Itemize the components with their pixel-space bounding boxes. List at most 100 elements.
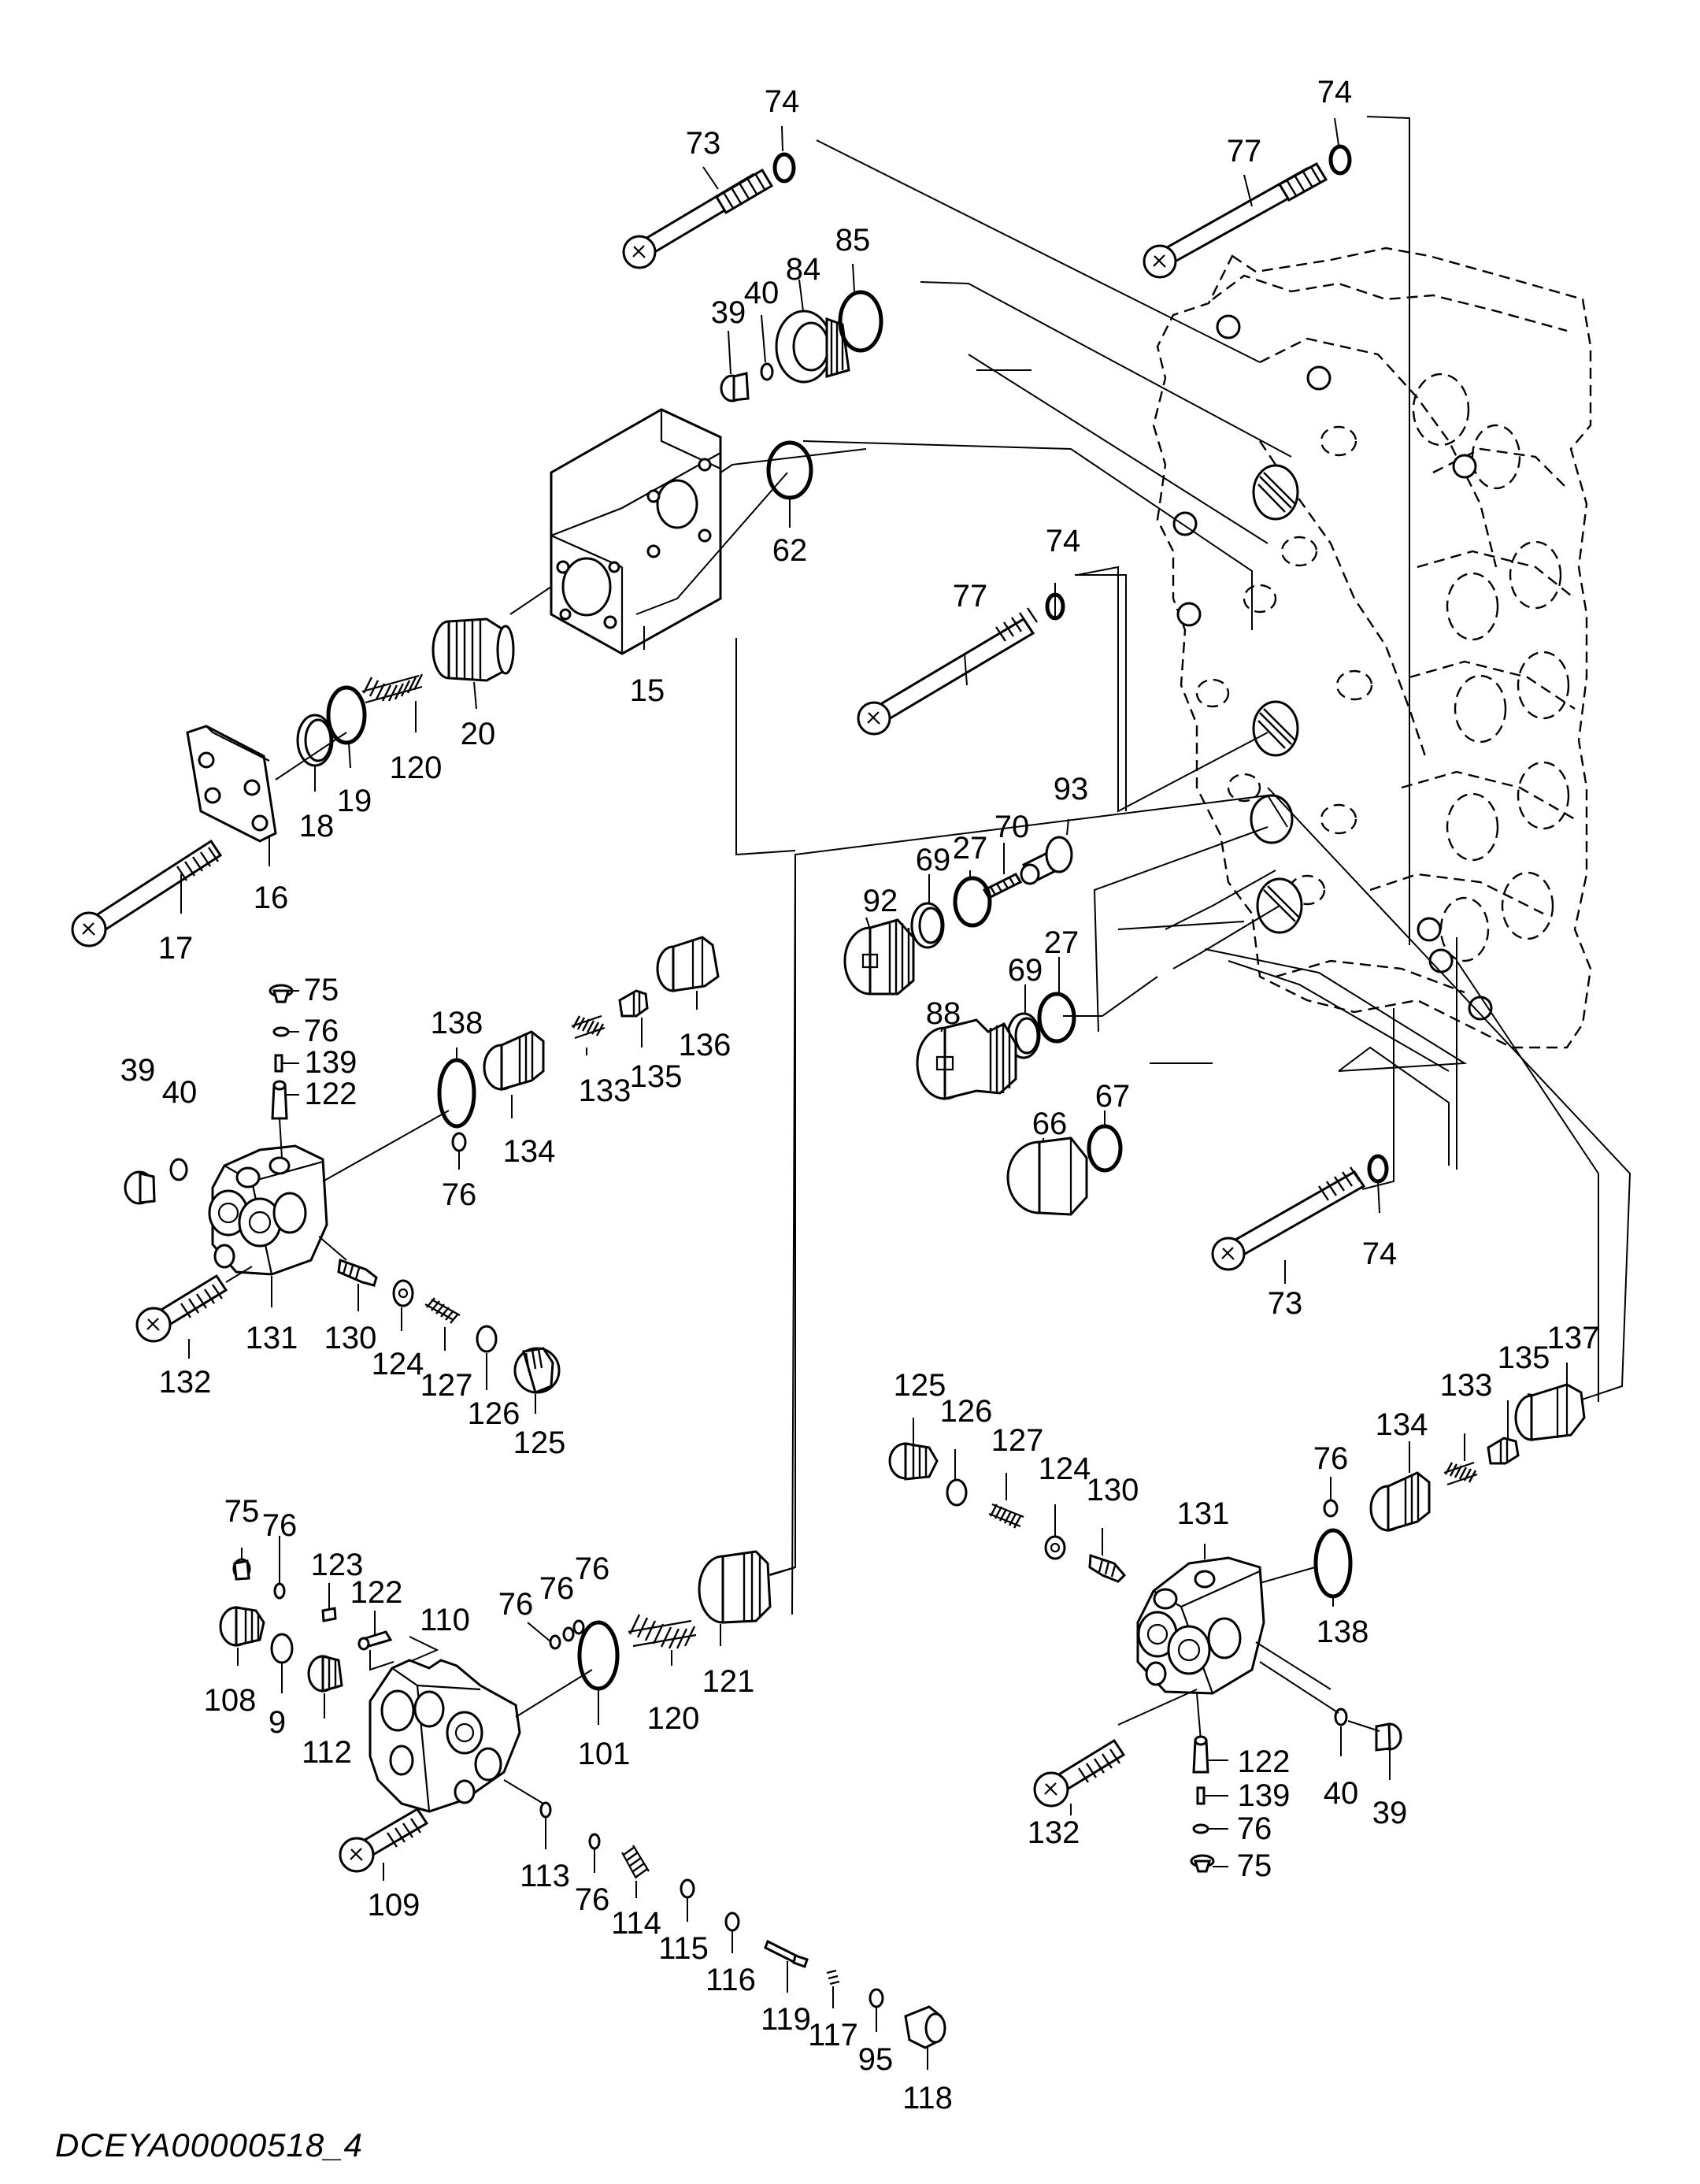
label-121: 121 [702, 1664, 755, 1699]
plug-75-right [1190, 1854, 1215, 1873]
oring-27-upper [953, 876, 992, 928]
plug-39-right [1375, 1722, 1402, 1752]
check-122-left [271, 1080, 288, 1120]
label-133-b: 133 [1440, 1368, 1493, 1403]
label-114: 114 [611, 1906, 661, 1941]
sleeve-137-right [1514, 1383, 1586, 1441]
oring-76-right [1323, 1499, 1339, 1518]
pin-139-right [1196, 1786, 1206, 1805]
label-40-b: 40 [162, 1075, 198, 1110]
oring-85 [838, 290, 883, 353]
label-95: 95 [858, 2042, 894, 2077]
oring-115 [680, 1878, 695, 1899]
plug-75-lower [232, 1558, 251, 1581]
bolt-132-right [1033, 1738, 1126, 1808]
oring-126-right [946, 1478, 968, 1507]
washer-124-left [392, 1279, 414, 1307]
label-126-b: 126 [940, 1394, 993, 1429]
plug-84 [775, 310, 850, 384]
needle-119 [764, 1939, 809, 1968]
label-76-b: 76 [442, 1177, 477, 1212]
label-135-a: 135 [630, 1059, 683, 1094]
cover-15 [550, 408, 722, 655]
label-67: 67 [1095, 1079, 1131, 1114]
oring-40-top [760, 362, 774, 381]
spring-127-right [988, 1503, 1024, 1529]
label-116: 116 [706, 1963, 756, 1997]
label-76-d: 76 [1237, 1811, 1272, 1846]
label-70: 70 [994, 810, 1030, 844]
label-120-b: 120 [647, 1701, 700, 1736]
oring-76-left-mid [451, 1132, 467, 1152]
block-131-right [1136, 1556, 1265, 1695]
plug-134-left [483, 1030, 545, 1091]
washer-74-top-right [1328, 144, 1352, 176]
poppet-135-right [1487, 1437, 1520, 1465]
label-88: 88 [926, 996, 961, 1031]
oring-76-lower-b [549, 1634, 561, 1650]
bolt-73-top [622, 168, 774, 269]
oring-76-lower-e [588, 1833, 601, 1850]
oring-19 [326, 685, 367, 745]
oring-138-right [1313, 1528, 1353, 1599]
label-40-c: 40 [1324, 1776, 1359, 1811]
body-port-middle [1252, 700, 1299, 757]
label-77-a: 77 [1227, 134, 1262, 169]
oring-67 [1087, 1124, 1123, 1173]
plug-92 [843, 918, 915, 996]
label-118: 118 [902, 2081, 953, 2115]
label-74-b: 74 [1317, 75, 1353, 109]
oring-40-right [1334, 1708, 1348, 1726]
label-19: 19 [337, 784, 372, 818]
label-27-a: 27 [953, 831, 988, 866]
label-101: 101 [578, 1737, 631, 1771]
label-16: 16 [254, 881, 289, 915]
label-92: 92 [863, 884, 898, 918]
label-17: 17 [158, 931, 194, 966]
label-77-b: 77 [953, 579, 988, 614]
label-110: 110 [420, 1603, 470, 1637]
label-139-a: 139 [305, 1045, 357, 1080]
document-code: DCEYA00000518_4 [55, 2127, 363, 2164]
oring-76-lower-d [572, 1619, 585, 1635]
spring-117 [826, 1969, 840, 1986]
plug-39-top [720, 372, 750, 402]
assembly-lines [509, 116, 1631, 1615]
oring-76-lower-c [562, 1626, 575, 1642]
spring-133-left [571, 1014, 606, 1040]
bolt-109 [339, 1807, 429, 1873]
label-135-b: 135 [1498, 1340, 1550, 1375]
plug-134-right [1369, 1471, 1431, 1533]
bolt-73-mid [1211, 1166, 1366, 1271]
plug-75-left [269, 984, 294, 1003]
label-134-a: 134 [503, 1134, 556, 1169]
body-port-upper [1252, 464, 1299, 521]
plug-121 [698, 1550, 796, 1624]
block-110 [369, 1659, 521, 1813]
label-124-b: 124 [1039, 1452, 1091, 1486]
poppet-135-left [618, 989, 649, 1018]
spring-127-left [424, 1297, 461, 1324]
label-85: 85 [835, 223, 871, 258]
label-69-a: 69 [916, 843, 951, 877]
label-126-a: 126 [468, 1396, 520, 1431]
oring-76-left-top [272, 1026, 290, 1037]
oring-9 [270, 1633, 294, 1664]
label-131-b: 131 [1177, 1496, 1230, 1531]
label-76-a: 76 [304, 1014, 339, 1048]
label-138-a: 138 [431, 1006, 483, 1040]
main-valve-body [1152, 247, 1592, 1049]
label-130-b: 130 [1087, 1473, 1139, 1507]
plate-16 [186, 725, 277, 843]
label-76-f: 76 [498, 1587, 534, 1622]
pin-139-left [274, 1054, 283, 1073]
label-leaders [180, 117, 1568, 2070]
label-138-b: 138 [1317, 1615, 1369, 1649]
label-127-a: 127 [420, 1368, 473, 1403]
label-15: 15 [630, 673, 665, 708]
label-115: 115 [658, 1931, 709, 1966]
spring-114 [621, 1845, 650, 1879]
pin-123 [321, 1607, 337, 1622]
washer-74-top-left [772, 152, 796, 184]
oring-138-left [437, 1058, 476, 1129]
